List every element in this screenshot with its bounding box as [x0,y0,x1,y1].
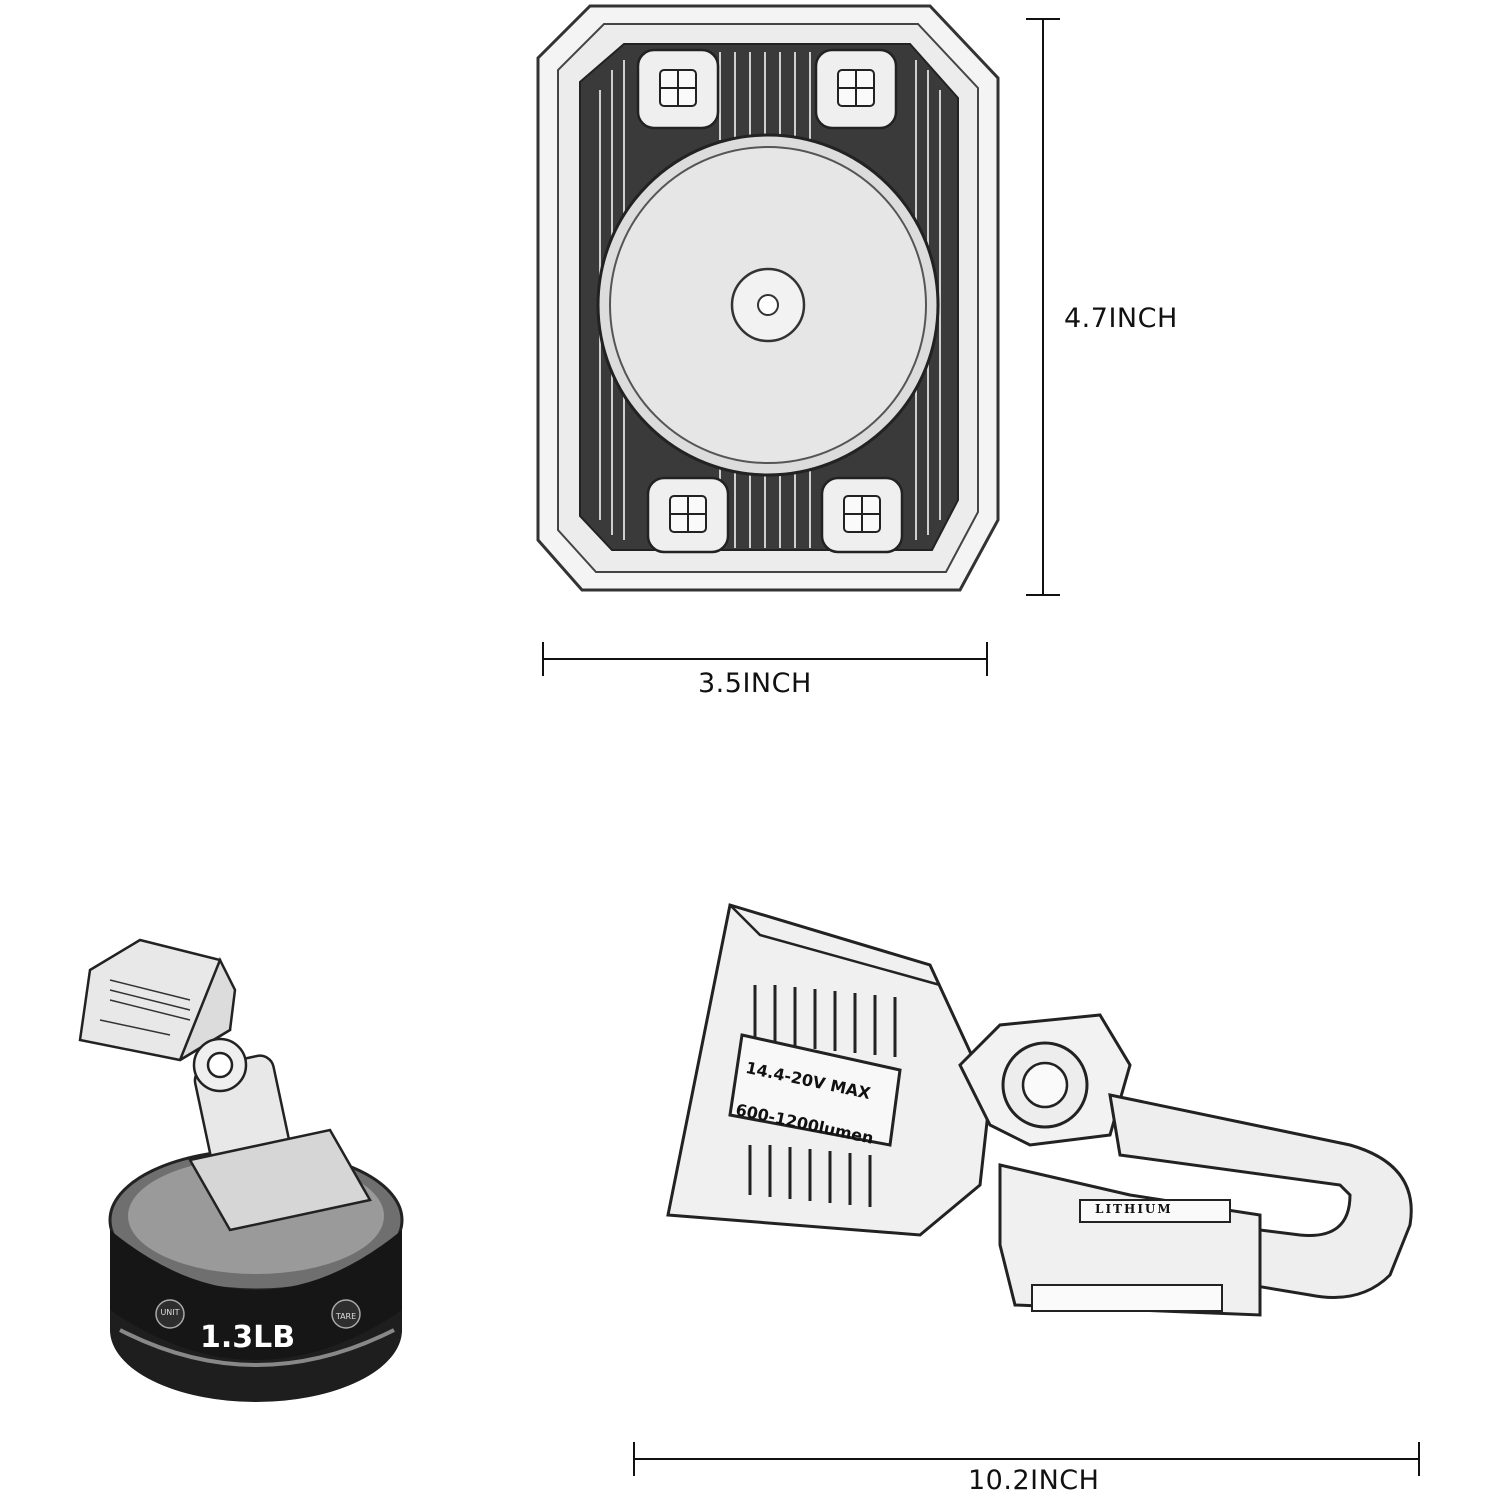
scale-tare-button[interactable]: TARE [335,1312,357,1321]
scale-weight-readout: 1.3LB [200,1320,296,1355]
height-dimension-line [1026,18,1060,596]
height-label: 4.7INCH [1064,303,1178,334]
length-label: 10.2INCH [968,1465,1100,1496]
scale-unit-button[interactable]: UNIT [160,1308,180,1317]
battery-brand-label: LITHIUM [1095,1202,1173,1216]
width-label: 3.5INCH [698,668,812,699]
work-light-side-view [666,903,1413,1317]
length-dimension-line [633,1442,1420,1476]
width-dimension-line [542,642,988,676]
digital-scale-icon [78,938,404,1402]
work-light-front-view [536,4,1000,592]
